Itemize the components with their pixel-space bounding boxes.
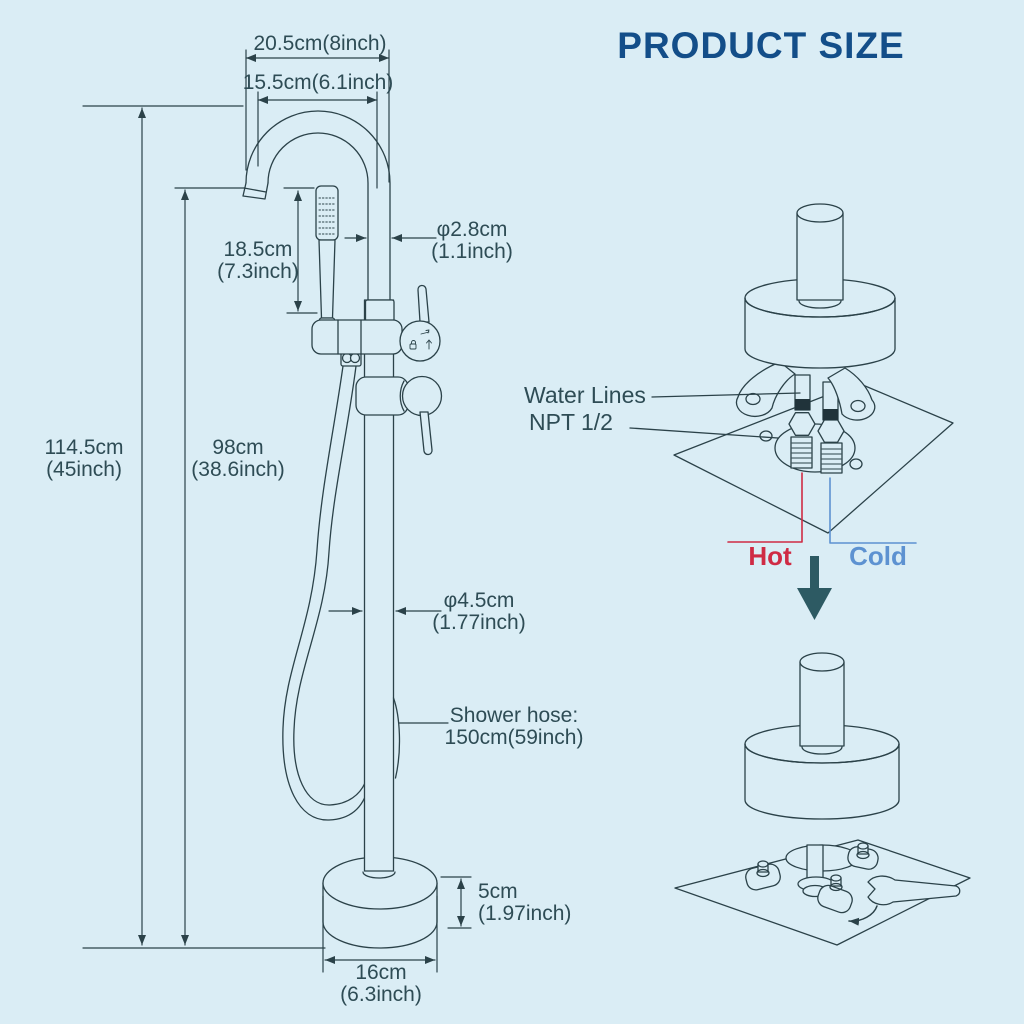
mounting-wings xyxy=(735,361,876,421)
dimension-lines xyxy=(82,49,472,973)
tighten-arrow xyxy=(848,905,878,926)
column-stub xyxy=(796,203,844,301)
faucet-diagram xyxy=(242,110,443,949)
hose-connector xyxy=(340,350,362,367)
hot-label: Hot xyxy=(748,541,792,571)
dim-handshower-label: 18.5cm (7.3inch) xyxy=(217,238,299,283)
plate-hole xyxy=(849,458,863,470)
wrench-icon xyxy=(867,875,961,906)
shower-hose-label: Shower hose: 150cm(59inch) xyxy=(444,704,584,749)
shower-head-texture xyxy=(318,197,336,235)
base-hole xyxy=(362,871,396,879)
dim-spout-diameter-label: φ2.8cm (1.1inch) xyxy=(431,218,513,263)
temperature-lever xyxy=(417,284,430,323)
floor-plate xyxy=(674,839,971,946)
cold-label: Cold xyxy=(849,541,907,571)
bolt xyxy=(856,842,870,860)
hex-nut xyxy=(788,412,816,436)
diverter-body xyxy=(355,375,443,456)
cold-leader-line xyxy=(829,477,917,544)
threaded-stud-cold xyxy=(820,442,843,474)
dim-column-diameter-label: φ4.5cm (1.77inch) xyxy=(432,589,526,634)
dim-top-width-label: 20.5cm(8inch) xyxy=(253,32,387,55)
shower-hose-right xyxy=(392,697,401,779)
hex-nut xyxy=(817,419,845,443)
water-lines-leader xyxy=(651,392,801,398)
mounting-wings-bolted xyxy=(745,842,879,914)
page-title: PRODUCT SIZE xyxy=(617,25,905,66)
temperature-control-cap xyxy=(399,320,441,362)
plate-hole xyxy=(759,430,773,442)
control-icons xyxy=(409,329,432,350)
bolt xyxy=(756,860,770,878)
column-stub xyxy=(799,652,845,747)
installation-bottom-diagram xyxy=(674,652,971,946)
diverter-lever xyxy=(419,411,433,456)
down-arrow-icon xyxy=(797,556,832,620)
bolt xyxy=(829,874,843,892)
dim-spout-height-label: 98cm (38.6inch) xyxy=(191,436,285,481)
spout xyxy=(242,110,391,302)
shower-hose xyxy=(282,365,369,821)
dim-total-height-label: 114.5cm (45inch) xyxy=(44,436,124,481)
installation-top-diagram xyxy=(629,203,954,544)
hot-leader-line xyxy=(727,472,803,543)
floor-plate xyxy=(673,382,954,534)
dim-base-height-label: 5cm (1.97inch) xyxy=(478,880,572,925)
npt-leader xyxy=(629,427,779,439)
water-lines-label: Water Lines xyxy=(524,382,646,408)
cross-body xyxy=(311,319,441,362)
npt-label: NPT 1/2 xyxy=(529,409,613,435)
dim-base-diameter-label: 16cm (6.3inch) xyxy=(340,961,422,1006)
dim-inner-width-label: 15.5cm(6.1inch) xyxy=(242,71,394,94)
threaded-stud-hot xyxy=(790,436,813,469)
